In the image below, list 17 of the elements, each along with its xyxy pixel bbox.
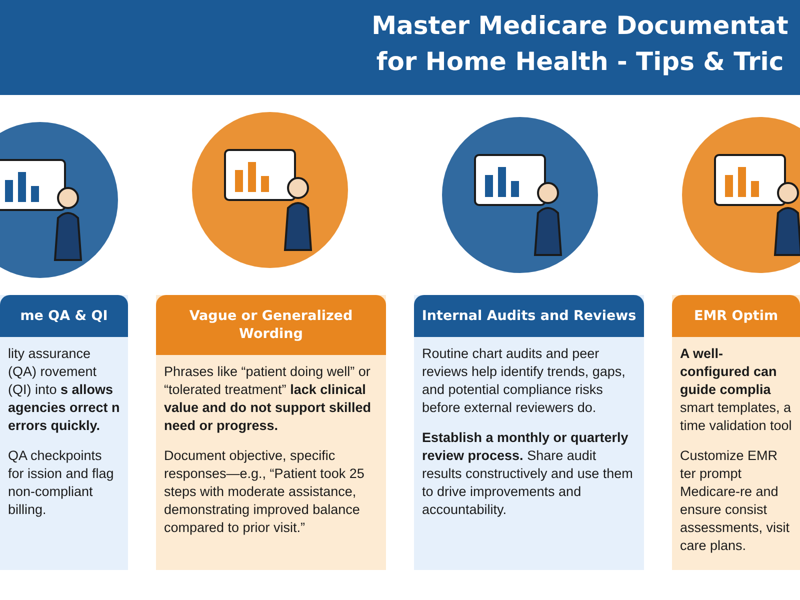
card-heading: me QA & QI — [0, 295, 128, 337]
page-title: Master Medicare Documentat for Home Health - Tips & Tric — [370, 10, 790, 78]
card-text: lity assurance (QA) rovement (QI) into s allows agencies orrect n errors quickly. — [8, 345, 120, 435]
card-text: Document objective, specific responses—e.g., “Patient took 25 steps with moderate assistance, demonstrating improved balance compared to prior visit.” — [164, 447, 366, 537]
card-text: QA checkpoints for ission and flag non-compliant billing. — [8, 447, 115, 519]
tip-card — [414, 295, 644, 570]
tip-card — [156, 295, 386, 570]
card-text: Phrases like “patient doing well” or “tolerated treatment” lack clinical value and do not support skilled need or progress. — [164, 363, 372, 435]
card-text: Customize EMR ter prompt Medicare-re and ensure consist assessments, visit care plans. — [680, 447, 791, 555]
card-text: A well-configured can guide complia smart templates, a time validation tool — [680, 345, 792, 435]
tip-card — [0, 295, 128, 570]
card-heading: EMR Optim — [672, 295, 800, 337]
card-text: Routine chart audits and peer reviews help identify trends, gaps, and potential compliance risks before external reviewers do. — [422, 345, 626, 417]
card-heading: Internal Audits and Reviews — [414, 295, 644, 337]
card-heading: Vague or Generalized Wording — [156, 295, 386, 355]
tip-card — [672, 295, 800, 570]
card-text: Establish a monthly or quarterly review process. Share audit results constructively and use them to drive improvements and accountability. — [422, 429, 634, 519]
